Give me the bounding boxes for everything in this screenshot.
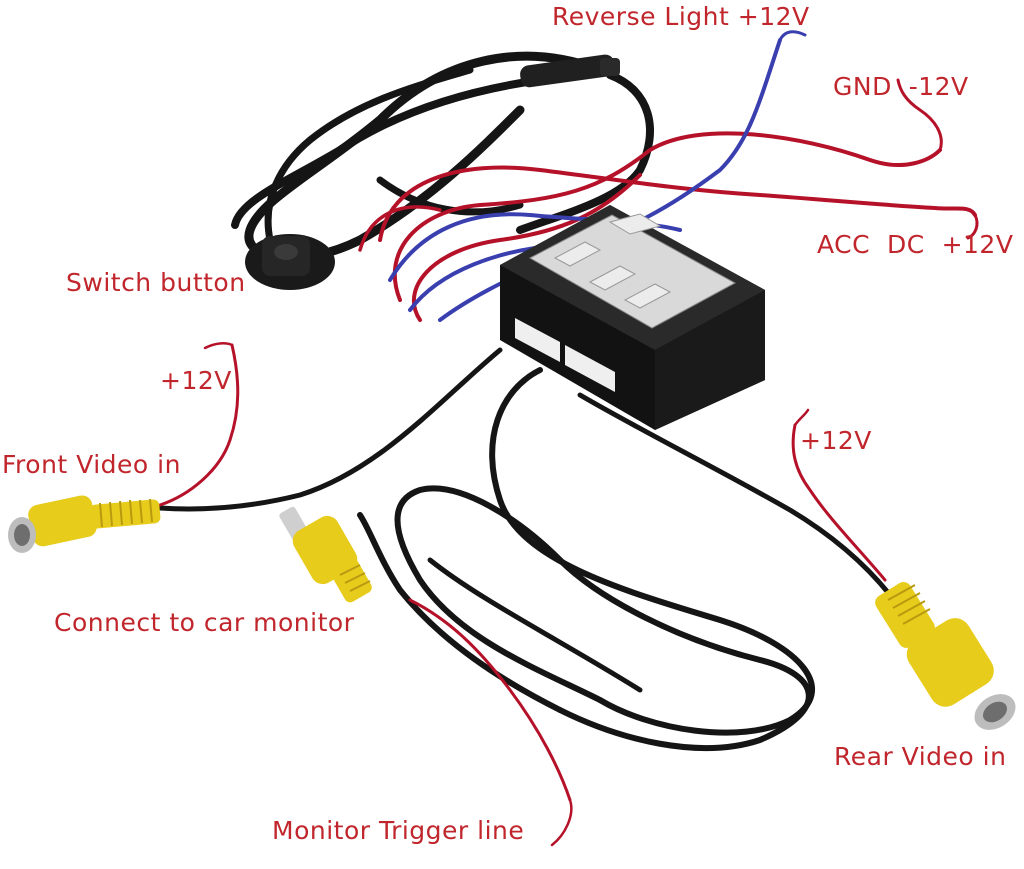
rear-rca-connector xyxy=(875,581,1016,730)
monitor-trigger-label: Monitor Trigger line xyxy=(272,816,525,845)
rear-video-in-label: Rear Video in xyxy=(834,742,1007,771)
switch-button-device xyxy=(245,234,335,290)
switch-button-label: Switch button xyxy=(66,268,246,297)
switch-plug xyxy=(520,54,620,88)
front-plus12v-label: +12V xyxy=(160,366,232,395)
front-rca-connector xyxy=(8,495,161,553)
switch-button-cable xyxy=(231,51,654,263)
gnd-label: GND -12V xyxy=(833,72,969,101)
acc-dc-label: ACC DC +12V xyxy=(817,230,1014,259)
red-trigger-wires xyxy=(158,342,887,847)
video-cables xyxy=(157,347,893,752)
rear-plus12v-label: +12V xyxy=(800,426,872,455)
connect-monitor-label: Connect to car monitor xyxy=(54,608,355,637)
reverse-light-label: Reverse Light +12V xyxy=(552,2,810,31)
monitor-rca-plug xyxy=(279,506,372,603)
front-video-in-label: Front Video in xyxy=(2,450,181,479)
control-box xyxy=(500,205,765,430)
